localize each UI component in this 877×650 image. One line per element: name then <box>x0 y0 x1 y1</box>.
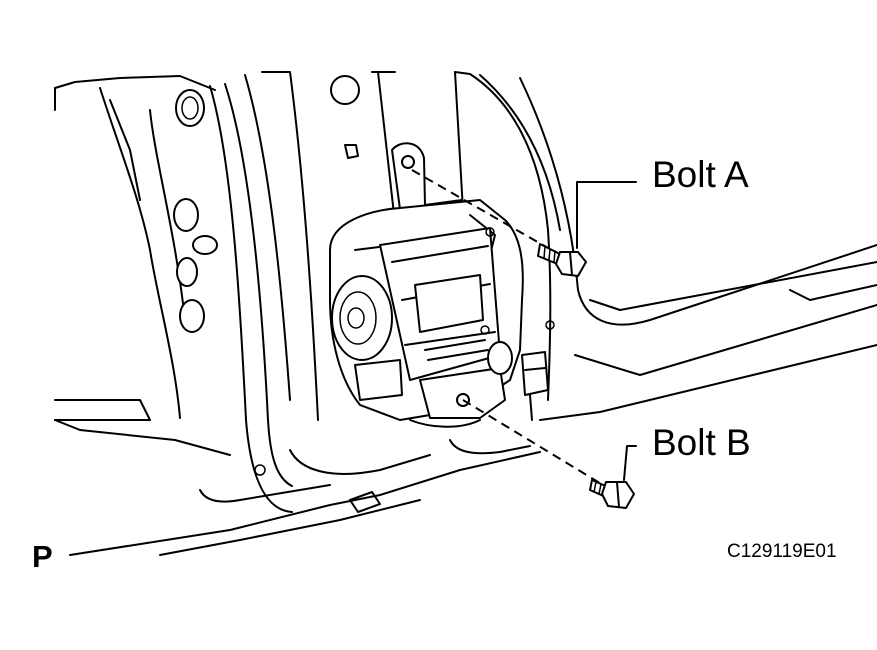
bolt-a-label: Bolt A <box>652 154 749 195</box>
leader-lines <box>576 181 637 481</box>
figure-code: C129119E01 <box>727 541 837 562</box>
bolt-b-icon <box>589 479 635 509</box>
bolt-a-icon <box>537 243 587 277</box>
body-panel-linework <box>54 71 877 556</box>
view-letter: P <box>32 539 53 574</box>
retractor-assembly <box>329 199 549 428</box>
pillar-plugs <box>173 75 555 476</box>
bolt-b-label: Bolt B <box>652 422 751 463</box>
alignment-lines <box>411 169 609 489</box>
